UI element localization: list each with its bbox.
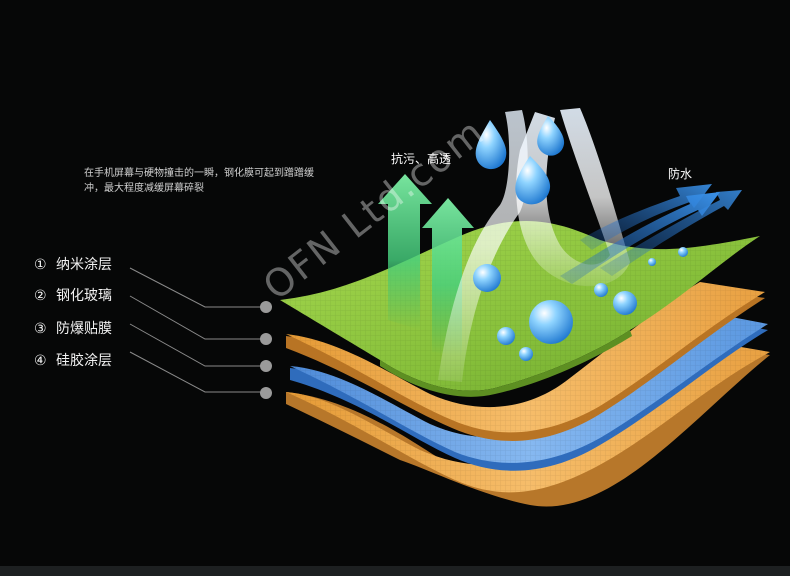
layer-number: ② [34,288,47,304]
film-layer [290,312,768,471]
antifouling-tag: 抗污、高透 [391,152,452,166]
layer-name: 硅胶涂层 [56,353,112,369]
layer-name: 防爆贴膜 [56,321,112,337]
description-text: 在手机屏幕与硬物撞击的一瞬，钢化膜可起到蹭蹭缓冲，最大程度减缓屏幕碎裂 [84,168,314,194]
waterproof-tag: 防水 [668,167,693,181]
layer-label-nano: ① 纳米涂层 [34,256,112,274]
layer-name: 纳米涂层 [56,257,112,273]
waterproof-arrows [560,184,742,284]
layer-label-film: ③ 防爆贴膜 [34,320,112,338]
glass-layer [286,282,765,441]
connector-dots [260,301,272,399]
layer-name: 钢化玻璃 [56,288,112,304]
layer-number: ① [34,257,47,273]
connector-lines [129,267,264,393]
layer-number: ④ [34,353,47,369]
water-droplets [473,116,688,361]
layer-number: ③ [34,321,47,337]
layer-label-silicone: ④ 硅胶涂层 [34,352,112,370]
layer-label-glass: ② 钢化玻璃 [34,287,112,305]
